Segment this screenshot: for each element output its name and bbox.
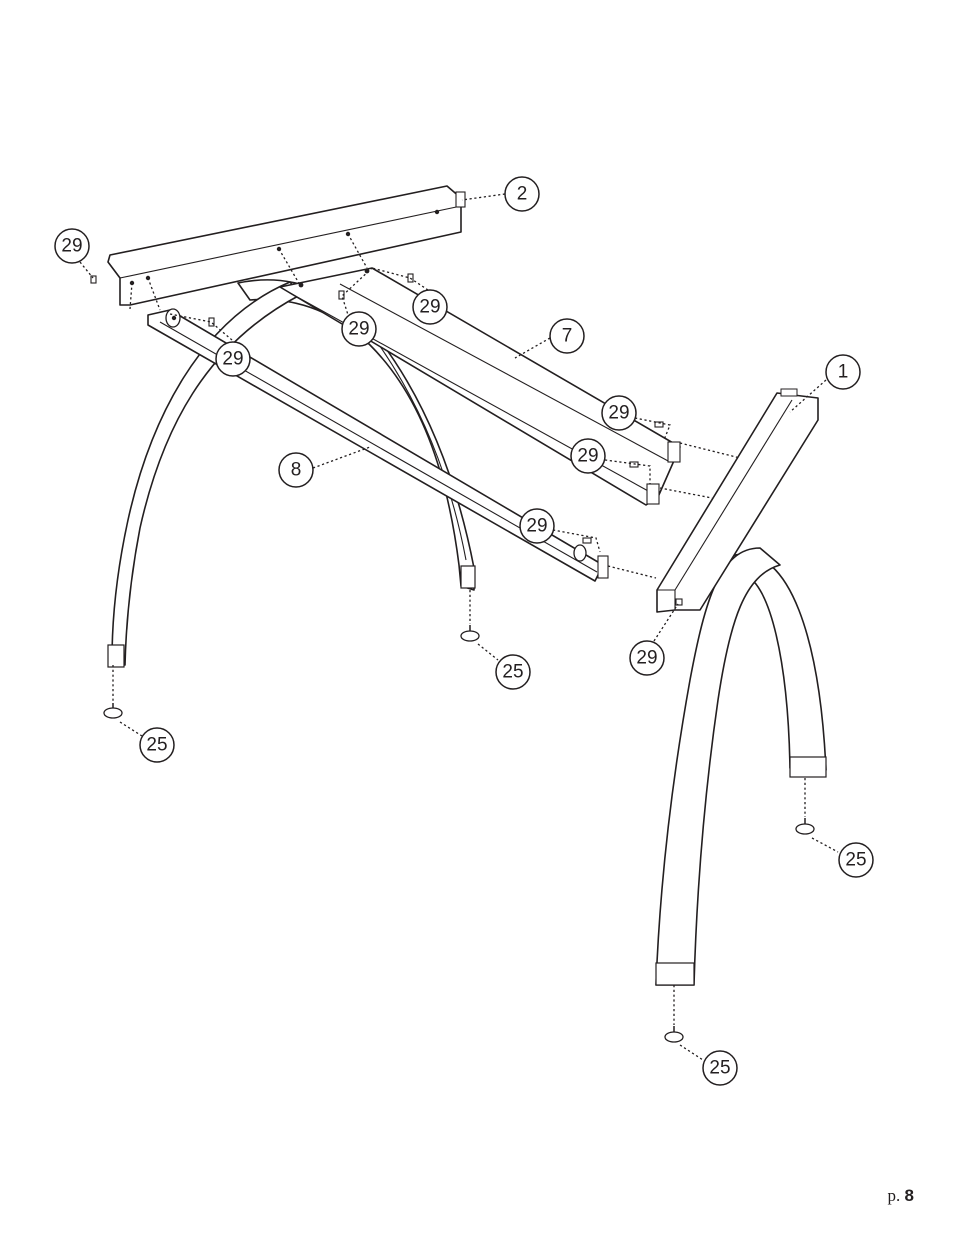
screw [676,599,682,605]
callout-7: 7 [550,319,584,353]
callout-29-right-lower: 29 [571,439,605,473]
callout-29-right-upper: 29 [602,396,636,430]
foot [104,703,122,718]
foot [665,1026,683,1042]
callout-29-label: 29 [61,236,82,257]
callout-1: 1 [826,355,860,389]
callout-29-label: 29 [608,403,629,424]
callout-29-label: 29 [348,319,369,340]
callout-29-top: 29 [413,290,447,324]
callout-29-front-bar-end: 29 [520,509,554,543]
callout-29-label: 29 [636,648,657,669]
part-7-cross-bar [280,268,680,505]
page-prefix: p. [888,1186,901,1205]
callout-25-right: 25 [839,843,873,877]
callout-29-label: 29 [526,516,547,537]
callout-29-right-rail: 29 [630,641,664,675]
callout-25-label: 25 [845,850,866,871]
callout-25-left: 25 [140,728,174,762]
callout-25-label: 25 [146,735,167,756]
screw [91,276,96,283]
callout-29-front-bar: 29 [216,342,250,376]
callout-29-label: 29 [419,297,440,318]
callout-1-label: 1 [838,362,849,383]
foot [796,818,814,834]
callout-2: 2 [505,177,539,211]
callout-25-label: 25 [709,1058,730,1079]
screw [583,538,591,543]
callout-29-mid: 29 [342,312,376,346]
callout-25-bottom: 25 [703,1051,737,1085]
foot [461,625,479,641]
callout-29-left: 29 [55,229,89,263]
callout-8: 8 [279,453,313,487]
callout-2-label: 2 [517,184,528,205]
callout-25-label: 25 [502,662,523,683]
right-front-leg [656,548,780,985]
callout-8-label: 8 [291,460,302,481]
callout-29-label: 29 [222,349,243,370]
page-number-value: 8 [905,1186,914,1205]
callout-29-label: 29 [577,446,598,467]
page-number: p. 8 [888,1186,914,1206]
callout-25-center: 25 [496,655,530,689]
callout-7-label: 7 [562,326,573,347]
